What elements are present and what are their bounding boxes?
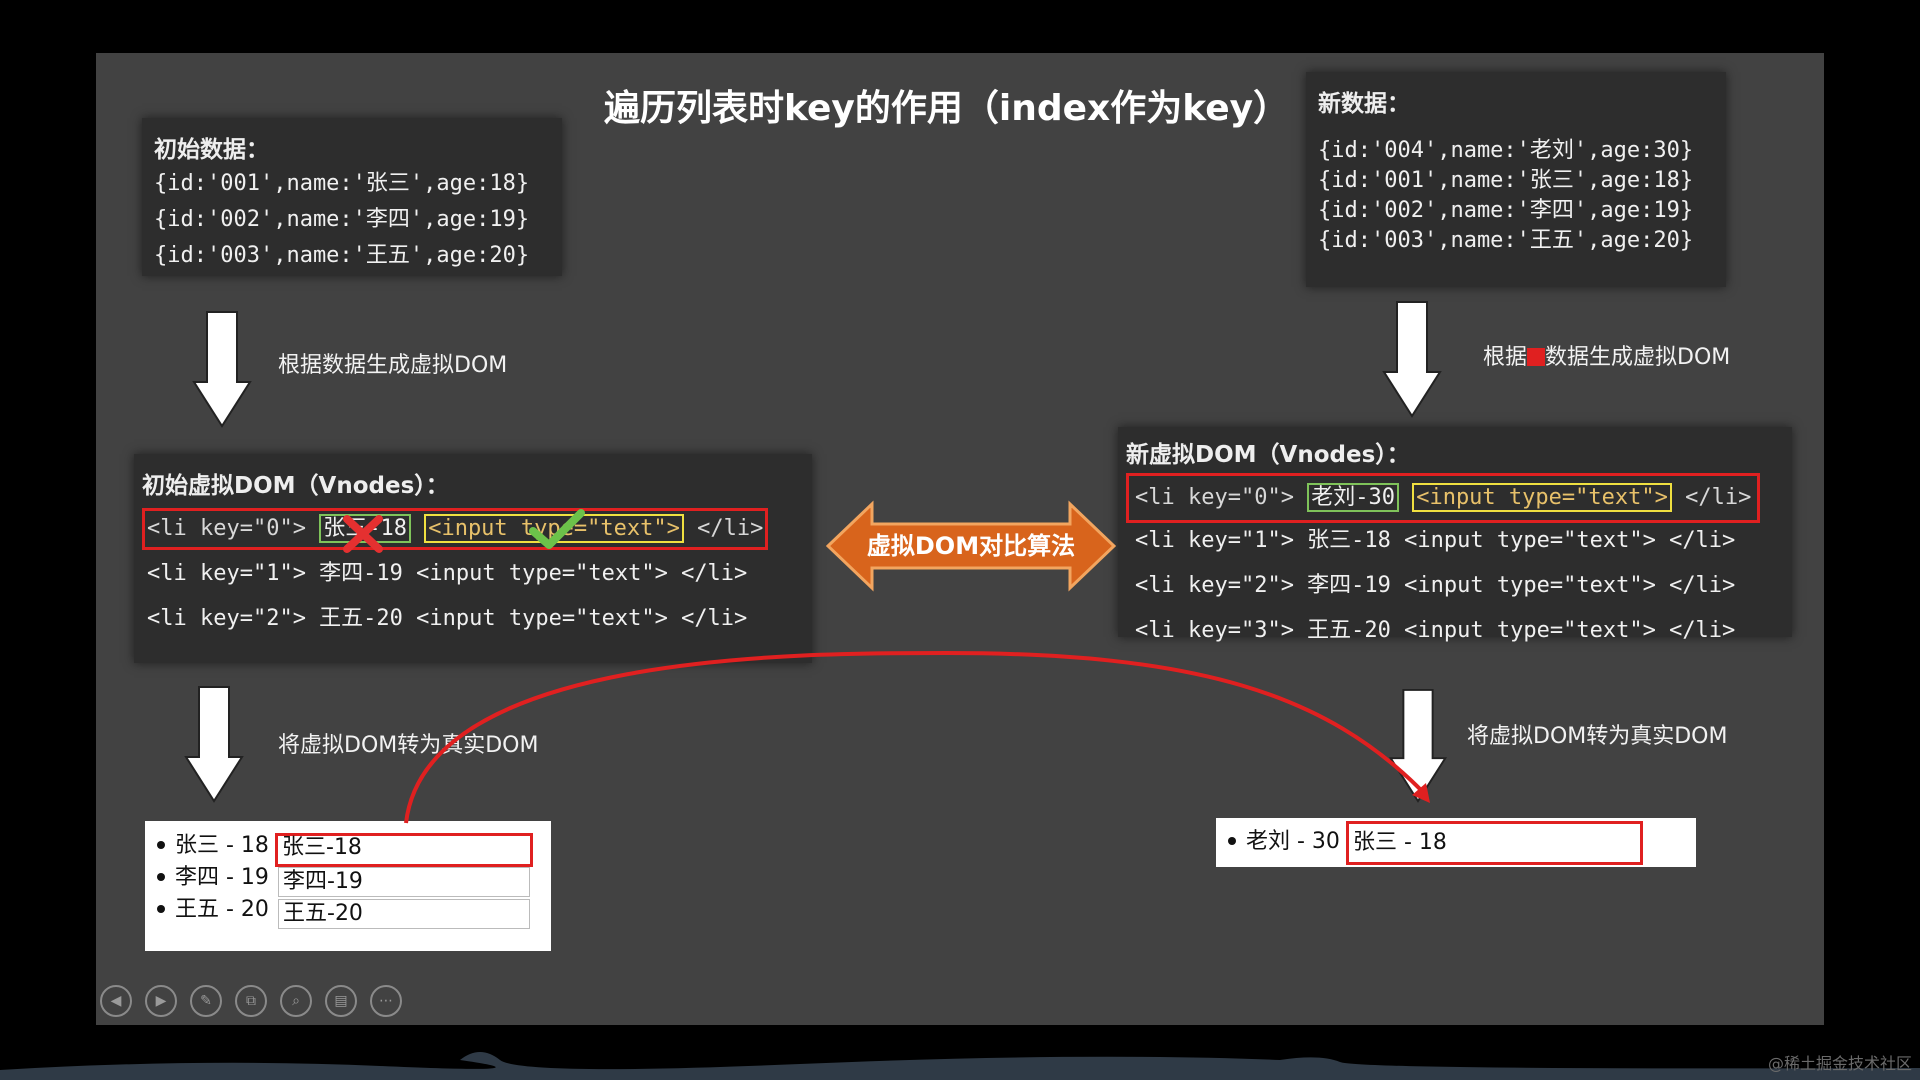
double-arrow-icon [826,500,1116,592]
slide-title: 遍历列表时key的作用（index作为key） [604,88,1290,129]
caption-generate-left: 根据数据生成虚拟DOM [278,353,508,378]
text-input[interactable]: 张三 - 18 [1346,821,1643,865]
initial-vdom-list: <li key="0"> 张三-18 <input type="text"> <… [142,506,804,641]
caption-to-real-left: 将虚拟DOM转为真实DOM [278,733,539,758]
presentation-toolbar: ◀ ▶ ✎ ⧉ ⌕ ▤ ⋯ [100,985,402,1017]
new-data-row: {id:'004',name:'老刘',age:30} [1318,138,1694,163]
list-item: 老刘 - 30 [1224,827,1340,857]
diff-algorithm-arrow: 虚拟DOM对比算法 [826,500,1116,592]
bottom-wave-decoration [0,1052,1920,1080]
watermark: @稀土掘金技术社区 [1767,1054,1912,1073]
new-vdom-row: <li key="3"> 王五-20 <input type="text"> <… [1135,618,1736,643]
new-vdom-row-0: <li key="0"> 老刘-30 <input type="text"> <… [1126,473,1784,523]
initial-data-list: {id:'001',name:'张三',age:18} {id:'002',na… [154,166,550,274]
new-vdom-row: <li key="2"> 李四-19 <input type="text"> <… [1135,573,1736,598]
new-vdom-row-highlight: <li key="0"> 老刘-30 <input type="text"> <… [1126,473,1761,523]
new-vdom-row: <li key="1"> 张三-18 <input type="text"> <… [1135,528,1736,553]
bullet-icon [157,904,165,913]
text-input[interactable]: 张三-18 [275,833,533,867]
new-data-list: {id:'004',name:'老刘',age:30} {id:'001',na… [1318,136,1714,256]
new-data-row: {id:'001',name:'张三',age:18} [1318,168,1694,193]
initial-data-row: {id:'001',name:'张三',age:18} [154,171,530,196]
li-open-tag: <li key="0"> [1135,485,1294,510]
bullet-icon [157,872,165,881]
zoom-icon[interactable]: ⌕ [280,985,312,1017]
bullet-icon [1228,836,1236,845]
text-input[interactable]: 王五-20 [278,899,530,929]
down-arrow-icon [1388,688,1448,803]
new-data-heading: 新数据： [1318,91,1410,117]
text-input[interactable]: 李四-19 [278,867,530,897]
new-data-row: {id:'002',name:'李四',age:19} [1318,198,1694,223]
bullet-icon [157,840,165,849]
list-item: 王五 - 20 [153,895,269,925]
next-icon[interactable]: ▶ [145,985,177,1017]
initial-vdom-row-0: <li key="0"> 张三-18 <input type="text"> <… [142,506,804,553]
list-item-label: 王五 - 20 [175,897,269,922]
caption-generate-right-pre: 根据 [1483,345,1528,370]
diff-algorithm-label: 虚拟DOM对比算法 [866,532,1076,560]
more-icon[interactable]: ⋯ [370,985,402,1017]
down-arrow-icon [192,311,252,428]
list-item: 李四 - 19 [153,863,269,893]
slides-icon[interactable]: ⧉ [235,985,267,1017]
slide: 遍历列表时key的作用（index作为key） 初始数据： {id:'001',… [96,53,1824,1025]
new-vdom-panel: 新虚拟DOM（Vnodes）： <li key="0"> 老刘-30 <inpu… [1118,427,1792,643]
li-text-box: 老刘-30 [1307,483,1399,512]
caption-generate-right-post: 数据生成虚拟DOM [1545,345,1731,370]
initial-data-heading: 初始数据： [154,137,269,163]
initial-vdom-row-highlight: <li key="0"> 张三-18 <input type="text"> <… [142,508,769,553]
list-item-label: 李四 - 19 [175,865,269,890]
caption-generate-right: 根据数据生成虚拟DOM [1483,339,1730,371]
caption-to-real-right: 将虚拟DOM转为真实DOM [1467,724,1728,749]
li-close-tag: </li> [697,516,764,541]
pen-icon[interactable]: ✎ [190,985,222,1017]
new-data-panel: 新数据： {id:'004',name:'老刘',age:30} {id:'00… [1306,72,1726,287]
new-vdom-list: <li key="0"> 老刘-30 <input type="text"> <… [1126,473,1784,653]
initial-vdom-row: <li key="2"> 王五-20 <input type="text"> <… [147,606,748,631]
initial-data-row: {id:'002',name:'李四',age:19} [154,207,530,232]
initial-vdom-panel: 初始虚拟DOM（Vnodes）： <li key="0"> 张三-18 <inp… [134,454,812,663]
right-real-dom: 老刘 - 30 张三 - 18 [1216,818,1696,867]
new-vdom-heading: 新虚拟DOM（Vnodes）： [1126,442,1410,468]
cross-icon [343,515,383,553]
down-arrow-icon [1382,301,1442,418]
initial-data-panel: 初始数据： {id:'001',name:'张三',age:18} {id:'0… [142,118,562,276]
list-item-label: 老刘 - 30 [1246,829,1340,854]
initial-data-row: {id:'003',name:'王五',age:20} [154,243,530,268]
li-close-tag: </li> [1685,485,1752,510]
initial-vdom-heading: 初始虚拟DOM（Vnodes）： [142,473,449,499]
left-real-dom: 张三 - 18 李四 - 19 王五 - 20 张三-18 李四-19 王五-2… [145,821,551,951]
check-icon [529,509,585,549]
list-item-label: 张三 - 18 [175,833,269,858]
red-square-marker [1527,348,1546,366]
input-tag-box: <input type="text"> [1412,483,1672,512]
down-arrow-icon [184,686,244,803]
initial-vdom-row: <li key="1"> 李四-19 <input type="text"> <… [147,561,748,586]
new-data-row: {id:'003',name:'王五',age:20} [1318,228,1694,253]
subtitle-icon[interactable]: ▤ [325,985,357,1017]
li-open-tag: <li key="0"> [147,516,306,541]
prev-icon[interactable]: ◀ [100,985,132,1017]
list-item: 张三 - 18 [153,831,269,861]
